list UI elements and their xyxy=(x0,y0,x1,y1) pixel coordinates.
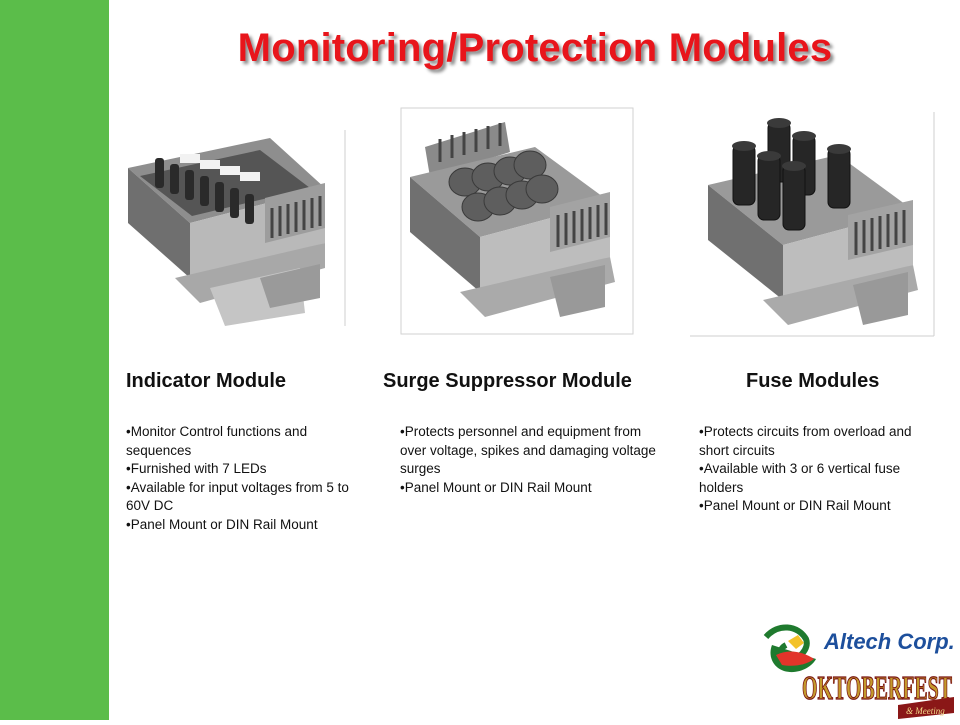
list-item: Protects circuits from overload and shor… xyxy=(699,423,939,460)
list-item: Monitor Control functions and sequences xyxy=(126,423,366,460)
logo-event-text: OKTOBERFEST xyxy=(802,670,952,707)
page-title: Monitoring/Protection Modules xyxy=(237,26,833,70)
list-item: Panel Mount or DIN Rail Mount xyxy=(400,479,660,498)
logo-tagline-text: & Meeting xyxy=(906,706,945,716)
fuse-modules-photo xyxy=(688,110,936,338)
logo-brand-text: Altech Corp. xyxy=(823,629,955,654)
list-item: Panel Mount or DIN Rail Mount xyxy=(699,497,939,516)
list-item: Available for input voltages from 5 to 6… xyxy=(126,479,366,516)
list-item: Panel Mount or DIN Rail Mount xyxy=(126,516,366,535)
list-item: Protects personnel and equipment from ov… xyxy=(400,423,660,479)
green-sidebar-bar xyxy=(0,0,109,720)
fuse-modules-title: Fuse Modules xyxy=(746,370,880,392)
indicator-module-features: Monitor Control functions and sequences … xyxy=(126,423,366,534)
fuse-modules-features: Protects circuits from overload and shor… xyxy=(699,423,939,516)
altech-oktoberfest-logo: Altech Corp. OKTOBERFEST & Meeting xyxy=(758,615,958,720)
list-item: Available with 3 or 6 vertical fuse hold… xyxy=(699,460,939,497)
surge-suppressor-module-photo xyxy=(400,107,634,335)
surge-suppressor-module-title: Surge Suppressor Module xyxy=(383,370,632,392)
indicator-module-title: Indicator Module xyxy=(126,370,286,392)
surge-suppressor-module-features: Protects personnel and equipment from ov… xyxy=(400,423,660,497)
indicator-module-photo xyxy=(120,128,348,328)
list-item: Furnished with 7 LEDs xyxy=(126,460,366,479)
